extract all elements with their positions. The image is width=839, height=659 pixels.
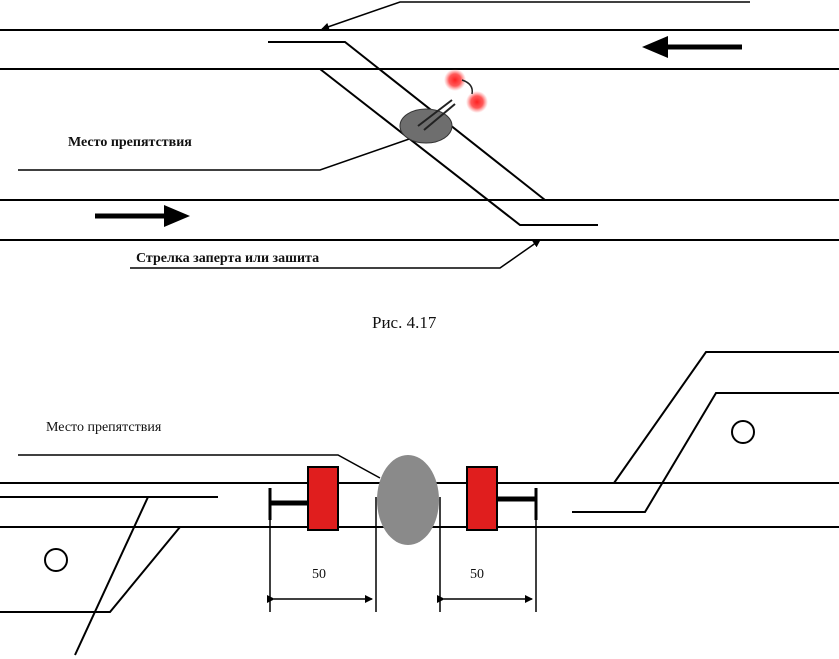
crossover-rail-a <box>268 41 546 201</box>
signal-link <box>461 79 474 95</box>
crossover-rail-b <box>319 68 598 226</box>
stop-signal-right <box>466 466 538 531</box>
figure-caption: Рис. 4.17 <box>372 313 437 332</box>
direction-arrow-right <box>95 205 190 227</box>
top-figure <box>0 1 839 269</box>
top-leader-line <box>321 1 750 31</box>
obstacle-leader-line-top <box>18 137 413 171</box>
obstacle-shape-bottom <box>377 455 439 545</box>
right-branch-rail-outer <box>613 351 839 484</box>
distance-label-right: 50 <box>470 567 484 582</box>
left-branch-rail-inner <box>0 496 218 656</box>
distance-label-left: 50 <box>312 567 326 582</box>
left-branch-rail-outer <box>0 526 181 613</box>
switch-leader-line <box>130 239 541 269</box>
stop-light-1 <box>444 69 466 91</box>
obstacle-label-bottom: Место препятствия <box>46 420 162 435</box>
dimension-right <box>437 497 537 612</box>
obstacle-debris-icon <box>417 99 456 131</box>
switch-label: Стрелка заперта или зашита <box>136 251 319 266</box>
switch-marker-left <box>44 548 68 572</box>
right-branch-rail-inner <box>572 392 839 513</box>
stop-signal-left <box>268 466 339 531</box>
obstacle-label-top: Место препятствия <box>68 135 192 150</box>
obstacle-leader-line-bottom <box>18 454 381 479</box>
dimension-left <box>267 497 377 612</box>
switch-marker-right <box>731 420 755 444</box>
direction-arrow-left <box>642 36 742 58</box>
stop-light-2 <box>466 91 488 113</box>
